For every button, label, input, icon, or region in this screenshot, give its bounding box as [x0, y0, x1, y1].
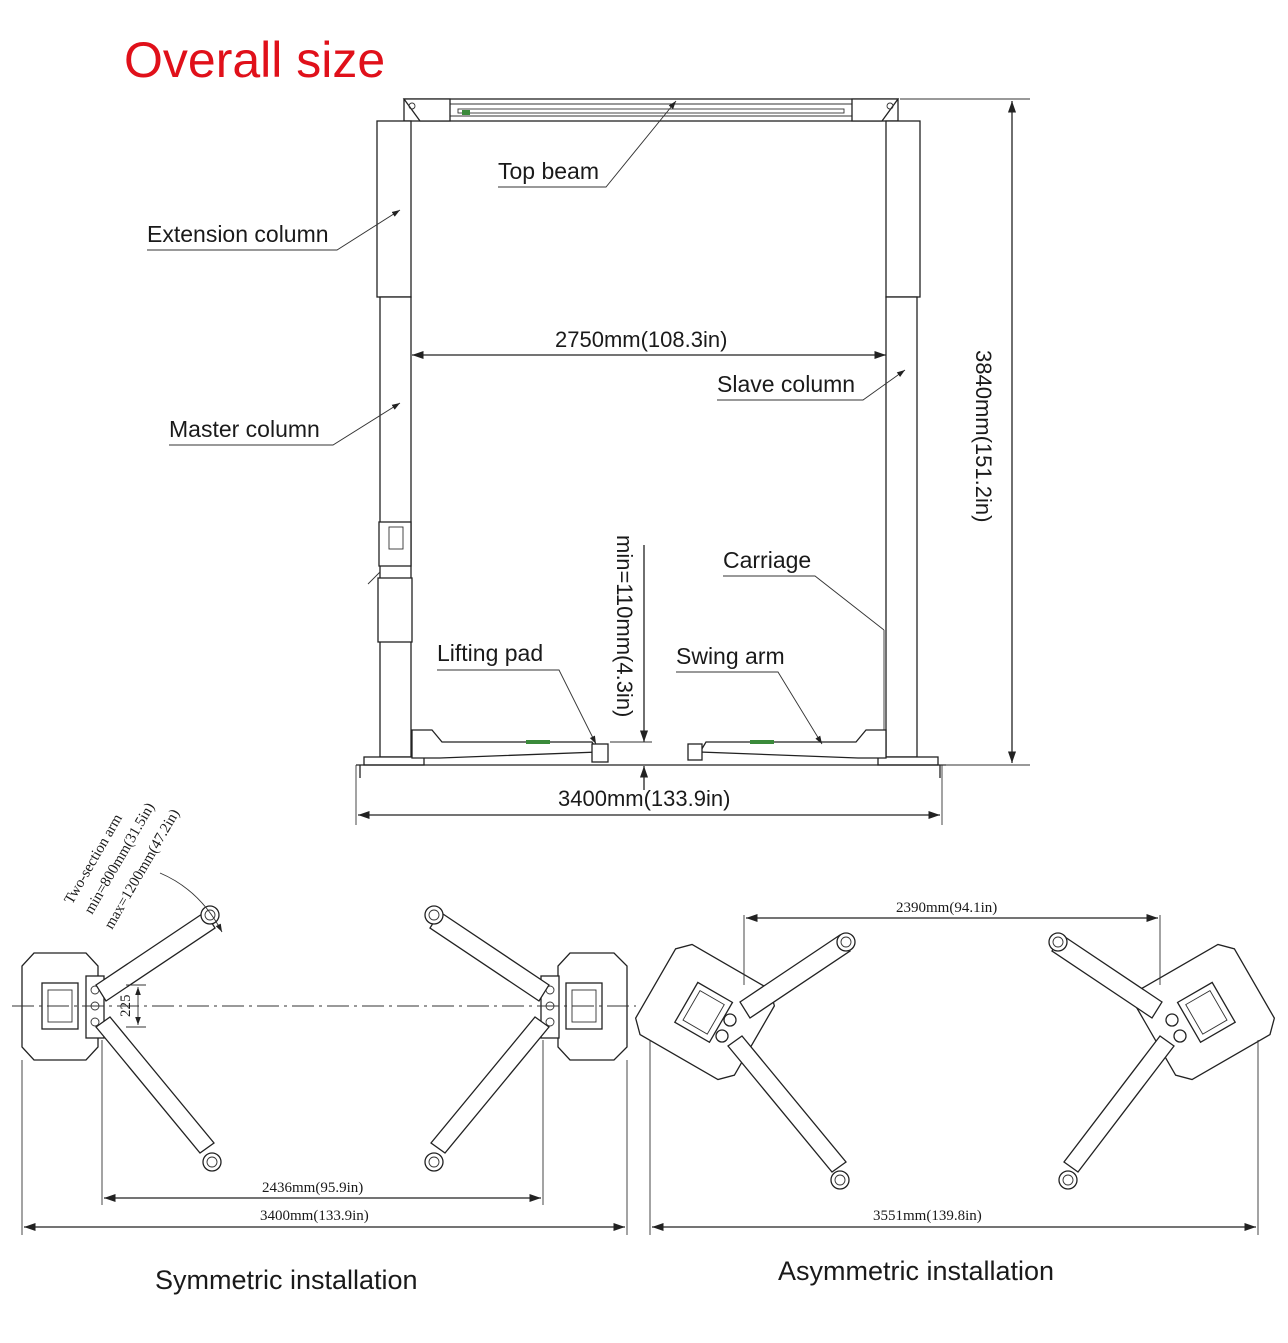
front-elevation: 3840mm(151.2in) 2750mm(108.3in) 3400mm(1… [147, 98, 1030, 825]
asymmetric-outer-width-label: 3551mm(139.8in) [873, 1208, 982, 1224]
extension-column-label: Extension column [147, 221, 329, 247]
top-beam [402, 98, 900, 122]
swing-arms [411, 729, 887, 763]
master-column [359, 120, 425, 778]
lifting-pad-label: Lifting pad [437, 640, 543, 666]
overall-width-label: 3400mm(133.9in) [558, 786, 730, 811]
master-column-label: Master column [169, 416, 320, 442]
offset-225-label: 225 [118, 995, 134, 1018]
swing-arm-label: Swing arm [676, 643, 785, 669]
page-title: Overall size [124, 32, 385, 88]
symmetric-caption: Symmetric installation [155, 1265, 418, 1295]
column-spacing-label: 2750mm(108.3in) [555, 327, 727, 352]
carriage-label: Carriage [723, 547, 811, 573]
asymmetric-plan: 2390mm(94.1in) 3551mm(139.8in) Asymmetri… [634, 900, 1276, 1286]
symmetric-plan: 225 Two-section arm min=800mm(31.5in) ma… [12, 800, 636, 1295]
asymmetric-inner-width-label: 2390mm(94.1in) [896, 900, 997, 916]
overall-height-label: 3840mm(151.2in) [971, 350, 996, 522]
symmetric-inner-width-label: 2436mm(95.9in) [262, 1180, 363, 1196]
slave-column-label: Slave column [717, 371, 855, 397]
slave-column [877, 120, 941, 778]
asymmetric-caption: Asymmetric installation [778, 1256, 1054, 1286]
min-pad-height-label: min=110mm(4.3in) [612, 535, 637, 717]
top-beam-label: Top beam [498, 158, 599, 184]
symmetric-outer-width-label: 3400mm(133.9in) [260, 1208, 369, 1224]
